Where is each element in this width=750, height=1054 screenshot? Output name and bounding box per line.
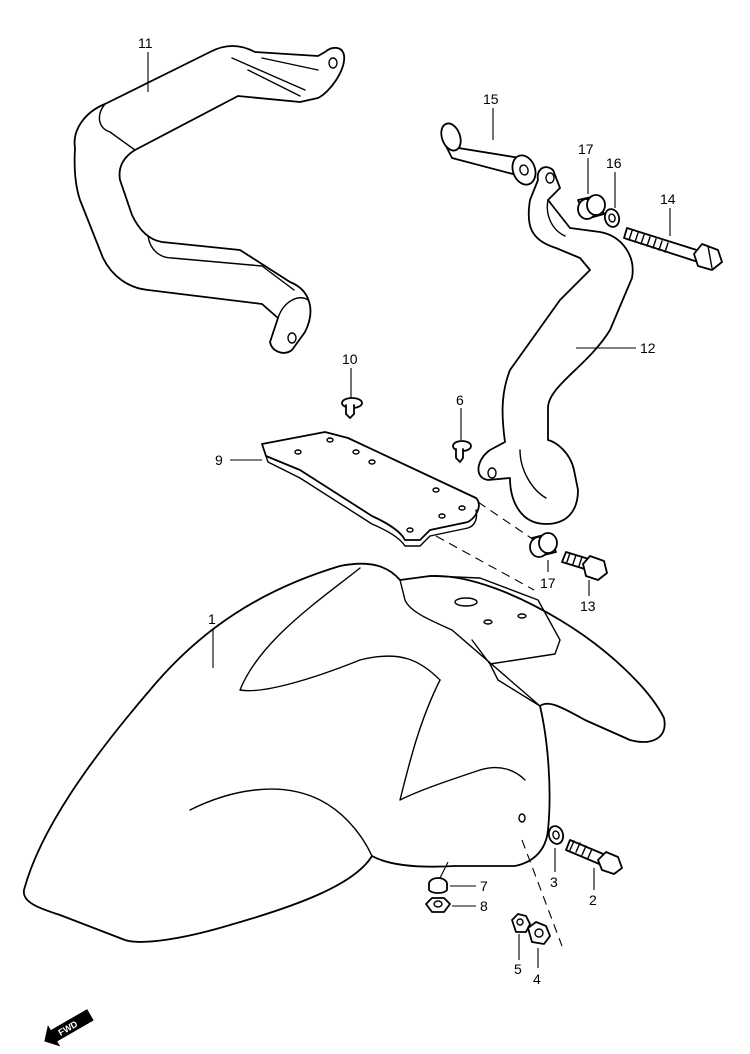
front-fender-1 — [23, 562, 666, 943]
nut-7 — [428, 877, 448, 894]
collar-17-lower — [529, 532, 558, 558]
callout-17-upper: 17 — [578, 141, 594, 157]
callout-8: 8 — [480, 898, 488, 914]
stay-bracket-11 — [73, 45, 345, 354]
nut-8 — [425, 897, 451, 913]
callout-4: 4 — [533, 971, 541, 987]
callout-14: 14 — [660, 191, 676, 207]
nut-4 — [527, 921, 551, 945]
callout-1: 1 — [208, 611, 216, 627]
bolt-13 — [561, 551, 608, 581]
assembly-line-plate-to-collar — [477, 501, 535, 541]
callout-7: 7 — [480, 878, 488, 894]
collar-17-upper — [577, 194, 606, 220]
bolt-2 — [565, 839, 623, 875]
assembly-line-plate-to-fender — [435, 535, 535, 591]
washer-3 — [547, 825, 565, 845]
collar-15 — [440, 122, 537, 186]
screw-10 — [341, 397, 363, 419]
callout-3: 3 — [550, 874, 558, 890]
screw-6 — [452, 440, 472, 463]
assembly-line-fender-to-nut — [521, 839, 563, 947]
arrow-icon — [44, 1009, 94, 1047]
callout-17-lower: 17 — [540, 575, 556, 591]
callout-16: 16 — [606, 155, 622, 171]
callout-13: 13 — [580, 598, 596, 614]
assembly-lines — [435, 501, 563, 947]
callout-6: 6 — [456, 392, 464, 408]
callout-15: 15 — [483, 91, 499, 107]
washer-16 — [603, 208, 621, 228]
callout-11: 11 — [138, 35, 153, 51]
bolt-14 — [623, 227, 723, 271]
callout-9: 9 — [215, 452, 223, 468]
callout-12: 12 — [640, 340, 656, 356]
fwd-marker: FWD — [44, 1009, 94, 1047]
callout-2: 2 — [589, 892, 597, 908]
brace-stay-12 — [477, 166, 634, 525]
bracket-plate-9 — [261, 431, 480, 547]
callout-10: 10 — [342, 351, 358, 367]
callout-5: 5 — [514, 961, 522, 977]
leader-lines — [147, 52, 671, 968]
callout-labels: 1 2 3 4 5 6 7 8 9 10 11 12 13 14 15 16 1… — [138, 35, 676, 987]
nut-5 — [511, 913, 531, 933]
